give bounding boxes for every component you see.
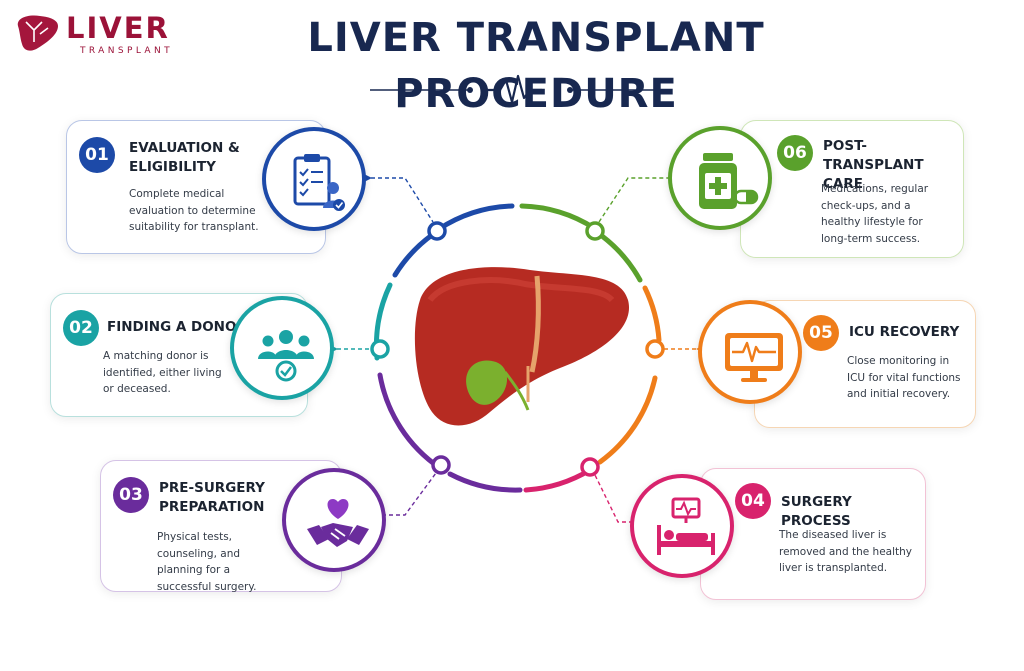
step-description: Close monitoring in ICU for vital functi… <box>847 355 961 400</box>
step-description: Physical tests, counseling, and planning… <box>157 531 257 593</box>
step-title: POST-TRANSPLANT CARE <box>823 138 924 192</box>
logo-subtitle: TRANSPLANT <box>80 46 174 56</box>
step-description: A matching donor is identified, either l… <box>103 350 222 395</box>
heartbeat-divider <box>370 74 670 104</box>
step-number-badge: 04 <box>735 483 771 519</box>
step-icon-circle-finding-donor <box>230 296 334 400</box>
logo-wordmark: LIVER <box>66 11 170 45</box>
step-description: Medications, regular check-ups, and a he… <box>821 183 929 245</box>
liver-logo-icon <box>17 15 58 51</box>
step-title: FINDING A DONOR <box>107 319 247 335</box>
step-title: PRE-SURGERY PREPARATION <box>159 480 265 515</box>
hospital-bed-monitor-icon <box>657 497 715 555</box>
page-title: LIVER TRANSPLANT PROCEDURE <box>307 15 765 117</box>
step-card-surgery: 04 SURGERY PROCESS The diseased liver is… <box>700 468 926 600</box>
brand-logo: LIVER TRANSPLANT <box>14 10 184 60</box>
step-icon-circle-surgery <box>630 474 734 578</box>
step-number-badge: 06 <box>777 135 813 171</box>
step-number-badge: 02 <box>63 310 99 346</box>
vital-monitor-icon <box>725 333 783 382</box>
ring-nodes <box>370 221 665 477</box>
step-number-badge: 05 <box>803 315 839 351</box>
step-number-badge: 03 <box>113 477 149 513</box>
liver-illustration <box>414 267 630 426</box>
heart-handshake-icon <box>307 499 369 547</box>
step-title: SURGERY PROCESS <box>781 494 852 529</box>
step-icon-circle-evaluation <box>262 127 366 231</box>
step-icon-circle-icu <box>698 300 802 404</box>
step-title: ICU RECOVERY <box>849 324 960 340</box>
step-description: The diseased liver is removed and the he… <box>779 529 912 574</box>
step-description: Complete medical evaluation to determine… <box>129 188 259 233</box>
donor-group-icon <box>258 330 314 382</box>
clipboard-patient-icon <box>293 154 345 211</box>
step-icon-circle-post-transplant <box>668 126 772 230</box>
step-card-post-transplant: 06 POST-TRANSPLANT CARE Medications, reg… <box>740 120 964 258</box>
step-icon-circle-pre-surgery <box>282 468 386 572</box>
medication-bottle-icon <box>699 153 759 209</box>
step-number-badge: 01 <box>79 137 115 173</box>
step-title: EVALUATION & ELIGIBILITY <box>129 140 240 175</box>
